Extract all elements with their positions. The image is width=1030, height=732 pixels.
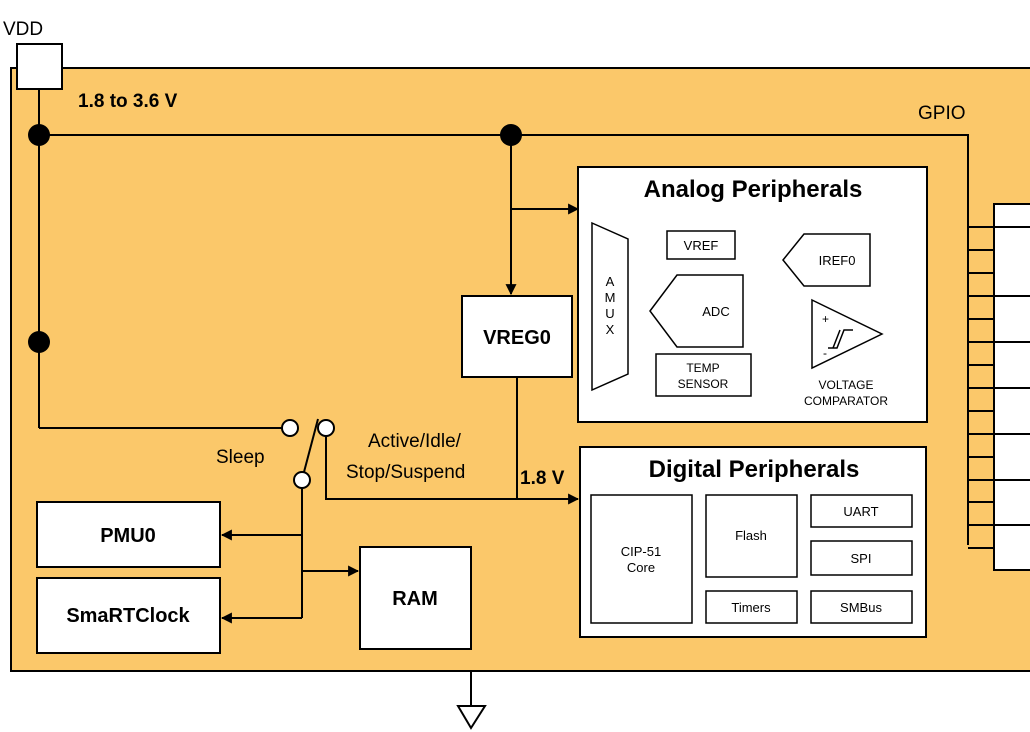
- supply-range-label: 1.8 to 3.6 V: [78, 91, 178, 112]
- analog-peripherals-title: Analog Peripherals: [644, 176, 863, 203]
- vref-label: VREF: [684, 238, 719, 253]
- ram-block: [359, 546, 472, 650]
- junction-dot: [28, 331, 50, 353]
- sleep-contact: [281, 419, 299, 437]
- temp-sensor-label-line2: SENSOR: [678, 377, 729, 391]
- uart-block: [810, 494, 913, 528]
- iref0-label: IREF0: [819, 253, 856, 268]
- comparator-minus: -: [823, 346, 827, 360]
- spi-block: [810, 540, 913, 576]
- cip51-label-line1: CIP-51: [621, 544, 661, 559]
- digital-peripherals-title: Digital Peripherals: [649, 456, 860, 483]
- vdd-pin: [16, 43, 63, 90]
- vreg0-label: VREG0: [483, 327, 551, 349]
- smartclock-label: SmaRTClock: [66, 605, 190, 627]
- comparator-label-line2: COMPARATOR: [804, 394, 888, 408]
- active-contact: [317, 419, 335, 437]
- adc-label: ADC: [702, 304, 729, 319]
- smbus-block: [810, 590, 913, 624]
- analog-peripherals-block: [577, 166, 928, 423]
- amux-letter: A: [606, 274, 615, 289]
- spi-label: SPI: [851, 551, 872, 566]
- amux-letter: U: [605, 306, 614, 321]
- core-voltage-label: 1.8 V: [520, 468, 565, 489]
- flash-label: Flash: [735, 528, 767, 543]
- uart-label: UART: [843, 504, 878, 519]
- ram-label: RAM: [392, 588, 438, 610]
- amux-letter: M: [605, 290, 616, 305]
- gpio-label: GPIO: [918, 103, 966, 124]
- smartclock-block: [36, 577, 221, 654]
- temp-sensor-block: [655, 353, 752, 397]
- timers-label: Timers: [731, 600, 771, 615]
- timers-block: [705, 590, 798, 624]
- comparator-plus: +: [822, 312, 829, 326]
- junction-dot: [28, 124, 50, 146]
- active-label-line2: Stop/Suspend: [346, 462, 465, 483]
- iref0-shape: [782, 233, 871, 287]
- pmu0-block: [36, 501, 221, 568]
- active-supply-wire: [325, 436, 580, 505]
- pmu0-label: PMU0: [100, 525, 156, 547]
- comparator-label-line1: VOLTAGE: [819, 378, 874, 392]
- hysteresis-icon: [832, 329, 841, 349]
- vreg0-block: [461, 295, 573, 378]
- amux-letter: X: [606, 322, 615, 337]
- vdd-label: VDD: [3, 19, 43, 40]
- temp-sensor-label-line1: TEMP: [686, 361, 719, 375]
- amux-shape: [591, 221, 629, 392]
- vref-block: [666, 230, 736, 260]
- active-label-line1: Active/Idle/: [368, 431, 462, 452]
- smbus-label: SMBus: [840, 600, 882, 615]
- hysteresis-icon: [828, 329, 853, 349]
- adc-shape: [649, 274, 744, 348]
- flash-block: [705, 494, 798, 578]
- gpio-pins: [968, 226, 1030, 549]
- sleep-label: Sleep: [216, 447, 265, 468]
- cip51-core-block: [590, 494, 693, 624]
- switch-arm: [303, 418, 319, 473]
- comparator-shape: [811, 298, 884, 370]
- ground-symbol: [456, 705, 487, 730]
- switch-pivot: [293, 471, 311, 489]
- cip51-label-line2: Core: [627, 560, 655, 575]
